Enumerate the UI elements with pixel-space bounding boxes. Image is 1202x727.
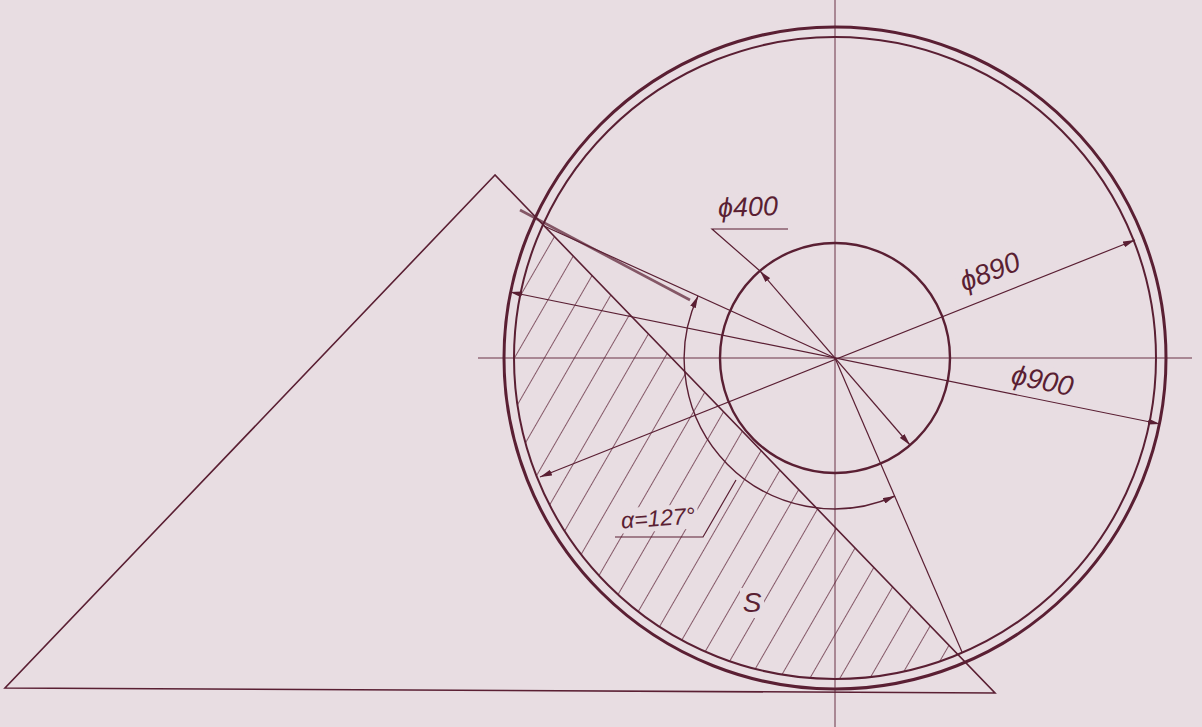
leader-line <box>615 480 736 537</box>
ray <box>544 226 835 358</box>
outer-circle <box>504 27 1166 689</box>
dimension-text: ϕ400 <box>714 192 781 224</box>
dimension-line <box>760 271 910 445</box>
small-circle <box>720 243 950 473</box>
thick-line <box>520 210 690 300</box>
area-label: S <box>740 588 765 619</box>
ray <box>835 358 962 652</box>
hatched-area <box>514 37 1156 679</box>
angle-text: α=127° <box>617 504 699 535</box>
dimension-text: ϕ900 <box>1005 359 1078 403</box>
dimension-text: ϕ890 <box>953 245 1028 299</box>
triangle <box>5 175 995 693</box>
inner-ring <box>514 37 1156 679</box>
leader-line <box>712 229 788 271</box>
angle-arc <box>684 296 895 509</box>
